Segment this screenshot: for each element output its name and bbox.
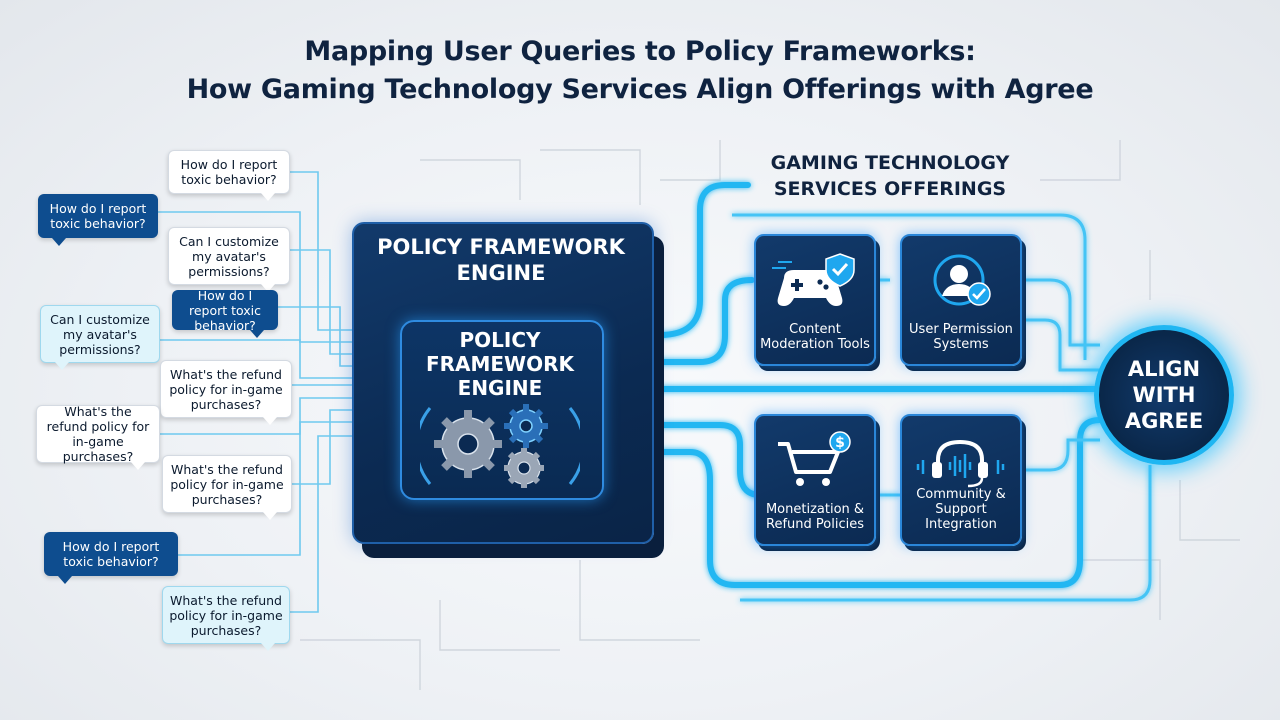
offering-card-monetization: $ Monetization & Refund Policies [754, 414, 876, 546]
gamepad-shield-icon [772, 253, 855, 306]
query-bubble: How do I report toxic behavior? [38, 194, 158, 246]
query-bubble: How do I report toxic behavior? [44, 532, 178, 584]
query-bubble: What's the refund policy for in-game pur… [162, 455, 292, 520]
card-label: User Permission Systems [909, 322, 1013, 352]
query-bubble: Can I customize my avatar's permissions? [168, 227, 290, 292]
card-label: Community & Support Integration [916, 487, 1006, 532]
engine-outer-title: POLICY FRAMEWORK ENGINE [377, 235, 625, 285]
title-line-2: How Gaming Technology Services Align Off… [186, 74, 1094, 105]
query-bubble: How do I report toxic behavior? [172, 288, 278, 338]
query-bubble: How do I report toxic behavior? [168, 150, 290, 201]
query-bubble: What's the refund policy for in-game pur… [162, 586, 290, 651]
offering-card-content-moderation: Content Moderation Tools [754, 234, 876, 366]
align-with-agree-badge: ALIGN WITH AGREE [1094, 325, 1234, 465]
headset-icon [916, 439, 1005, 488]
offering-card-user-permissions: User Permission Systems [900, 234, 1022, 366]
query-bubble: Can I customize my avatar's permissions? [40, 305, 160, 370]
svg-text:$: $ [835, 435, 845, 451]
card-label: Monetization & Refund Policies [765, 502, 865, 532]
title-line-1: Mapping User Queries to Policy Framework… [304, 36, 976, 67]
user-check-icon [933, 254, 991, 306]
align-with-agree-label: ALIGN WITH AGREE [1124, 357, 1204, 433]
offerings-heading: GAMING TECHNOLOGY SERVICES OFFERINGS [770, 152, 1010, 200]
query-bubble: What's the refund policy for in-game pur… [36, 404, 160, 470]
query-bubble: What's the refund policy for in-game pur… [160, 360, 292, 425]
cart-dollar-icon: $ [778, 431, 851, 486]
gears-icon [420, 404, 580, 488]
card-label: Content Moderation Tools [760, 322, 870, 352]
engine-inner-title: POLICY FRAMEWORK ENGINE [425, 328, 575, 400]
offering-card-community-support: Community & Support Integration [900, 414, 1022, 546]
